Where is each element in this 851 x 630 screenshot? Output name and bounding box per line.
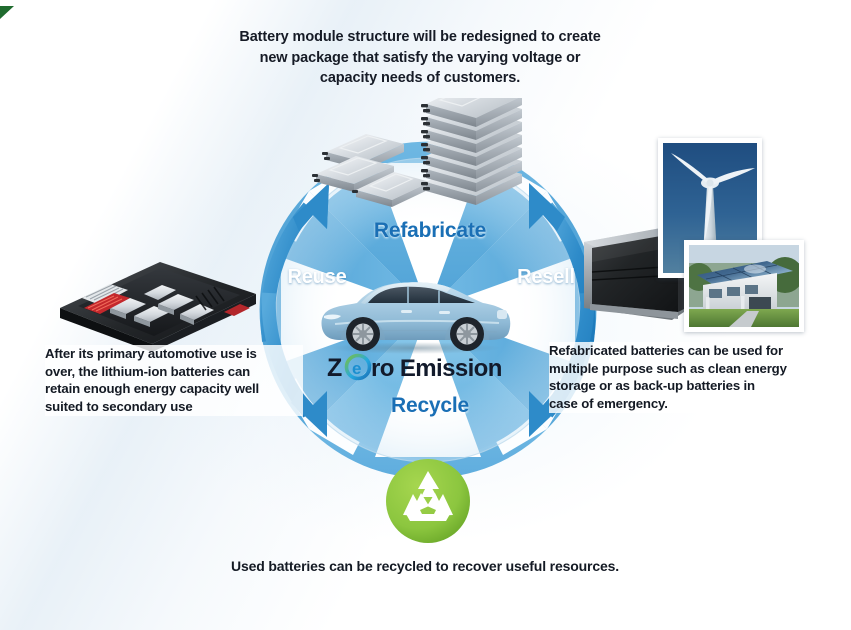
electric-car-image — [315, 272, 515, 354]
front-wheel — [346, 317, 380, 351]
cycle-label-resell: Resell — [517, 266, 575, 288]
stacked-battery-modules-image — [308, 98, 538, 218]
battery-cells-group — [82, 284, 130, 314]
recycle-arrows-icon — [403, 471, 453, 521]
module-stack — [421, 98, 522, 205]
ev-battery-pack-image — [48, 252, 266, 352]
solar-house-photo — [684, 240, 804, 332]
cycle-label-recycle: Recycle — [391, 394, 469, 417]
zero-emission-wordmark: Z e ro Emission — [325, 352, 525, 382]
module-loose-3 — [352, 172, 430, 207]
cycle-label-refabricate: Refabricate — [373, 219, 487, 242]
wordmark-z: Z — [327, 354, 342, 382]
caption-bottom: Used batteries can be recycled to recove… — [231, 558, 619, 574]
recycle-symbol-badge — [385, 458, 471, 544]
cycle-label-reuse: Reuse — [287, 266, 347, 288]
caption-left: After its primary automotive use is over… — [45, 345, 303, 416]
module-loose-2 — [312, 156, 394, 192]
rear-wheel — [450, 317, 484, 351]
wordmark-e: e — [352, 359, 361, 378]
caption-right: Refabricated batteries can be used for m… — [549, 342, 827, 413]
wind-turbine-photo — [658, 138, 762, 278]
green-corner-triangle-icon — [0, 6, 14, 19]
headline-text: Battery module structure will be redesig… — [239, 29, 601, 87]
wordmark-rest: ro Emission — [371, 355, 502, 382]
